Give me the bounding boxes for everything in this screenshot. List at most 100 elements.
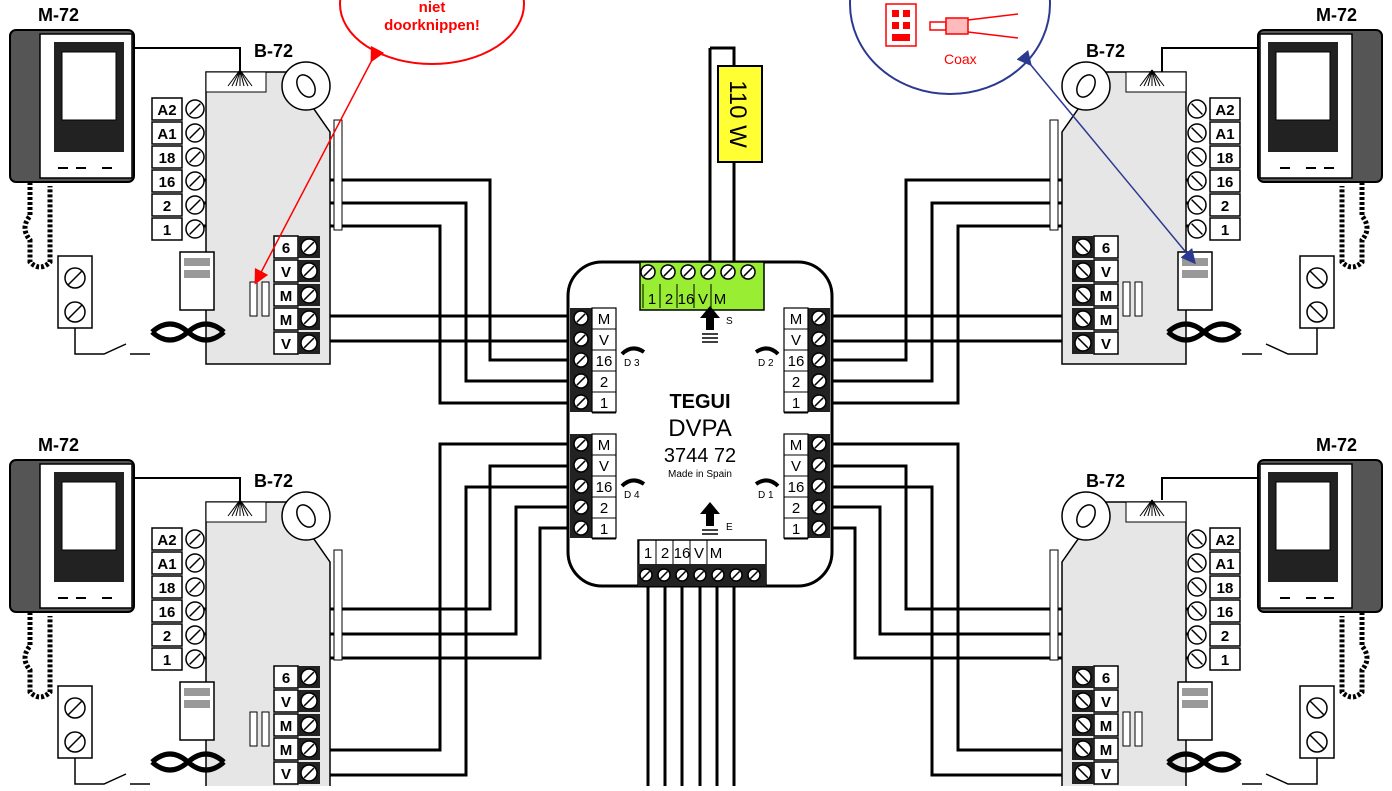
- callout-left-line2: doorknippen!: [384, 17, 480, 34]
- terminal-label: V: [1101, 264, 1111, 281]
- base-top-terminal: [1187, 527, 1241, 671]
- callout-left: niet doorknippen!: [254, 0, 526, 285]
- screw-icon: [300, 238, 318, 256]
- terminal-label: M: [598, 437, 611, 454]
- monitor-label: M-72: [1316, 5, 1357, 25]
- callout-right-label: Coax: [944, 51, 977, 67]
- terminal-label: 2: [792, 374, 800, 391]
- base-label: B-72: [1086, 471, 1125, 491]
- screw-icon: [573, 352, 589, 368]
- terminal-label: A1: [1215, 126, 1234, 143]
- terminal-label: 6: [282, 240, 290, 257]
- terminal-label: A1: [157, 556, 176, 573]
- screw-icon: [300, 740, 318, 758]
- terminal-label: M: [280, 312, 293, 329]
- power-supply-label: 110 W: [717, 65, 763, 163]
- terminal-label: V: [1101, 766, 1111, 783]
- screw-icon: [811, 373, 827, 389]
- terminal-label: 2: [1221, 628, 1229, 645]
- port-d3-label: D 3: [624, 358, 640, 369]
- base-bottom-terminal: [273, 665, 320, 785]
- screw-icon: [811, 457, 827, 473]
- port-d4-label: D 4: [624, 490, 640, 501]
- screw-icon: [811, 520, 827, 536]
- screw-icon: [811, 394, 827, 410]
- terminal-label: M: [1100, 312, 1113, 329]
- screw-icon: [185, 529, 205, 549]
- terminal-label: 1: [1221, 222, 1229, 239]
- screw-icon: [639, 568, 653, 582]
- screw-icon: [185, 649, 205, 669]
- terminal-label: M: [790, 437, 803, 454]
- terminal-label: 1: [163, 222, 171, 239]
- screw-icon: [300, 310, 318, 328]
- screw-icon: [693, 568, 707, 582]
- arrow-s-label: S: [726, 316, 733, 327]
- screw-icon: [300, 262, 318, 280]
- terminal-label: 18: [1217, 150, 1234, 167]
- base-top-terminal: [1187, 97, 1241, 241]
- terminal-label: 2: [665, 291, 673, 308]
- screw-icon: [300, 334, 318, 352]
- screw-icon: [729, 568, 743, 582]
- terminal-label: M: [280, 718, 293, 735]
- screw-icon: [573, 436, 589, 452]
- port-d2-label: D 2: [758, 358, 774, 369]
- terminal-label: 1: [792, 521, 800, 538]
- hub-model: DVPA: [668, 415, 732, 442]
- screw-icon: [185, 123, 205, 143]
- screw-icon: [640, 264, 656, 280]
- screw-icon: [573, 478, 589, 494]
- screw-icon: [811, 331, 827, 347]
- base-bottom-terminal: [1072, 665, 1119, 785]
- screw-icon: [185, 99, 205, 119]
- door-button-icon: [1242, 685, 1335, 785]
- screw-icon: [660, 264, 676, 280]
- intercom-unit: [9, 459, 343, 791]
- terminal-label: M: [280, 288, 293, 305]
- terminal-label: A1: [1215, 556, 1234, 573]
- screw-icon: [185, 171, 205, 191]
- screw-icon: [720, 264, 736, 280]
- screw-icon: [185, 625, 205, 645]
- screw-icon: [185, 601, 205, 621]
- coax-cable-icon: [929, 13, 1019, 39]
- screw-icon: [1187, 601, 1207, 621]
- screw-icon: [1074, 740, 1092, 758]
- terminal-label: V: [698, 291, 708, 308]
- screw-icon: [747, 568, 761, 582]
- terminal-label: M: [598, 311, 611, 328]
- screw-icon: [573, 457, 589, 473]
- screw-icon: [1074, 692, 1092, 710]
- terminal-label: 18: [1217, 580, 1234, 597]
- port-d1-label: D 1: [758, 490, 774, 501]
- screw-icon: [811, 499, 827, 515]
- terminal-label: V: [281, 336, 291, 353]
- terminal-label: V: [281, 264, 291, 281]
- screw-icon: [1074, 334, 1092, 352]
- terminal-label: A2: [157, 102, 176, 119]
- terminal-label: 1: [600, 395, 608, 412]
- screw-icon: [680, 264, 696, 280]
- door-button-icon: [57, 255, 150, 355]
- screw-icon: [185, 553, 205, 573]
- knob-d3-icon: D 3: [620, 346, 646, 369]
- terminal-label: 16: [788, 353, 805, 370]
- terminal-label: 16: [788, 479, 805, 496]
- knob-d1-icon: D 1: [754, 478, 780, 501]
- terminal-label: 16: [596, 479, 613, 496]
- terminal-label: 16: [596, 353, 613, 370]
- screw-icon: [573, 394, 589, 410]
- monitor-label: M-72: [38, 435, 79, 455]
- terminal-label: 1: [644, 545, 652, 562]
- arrow-e-icon: E: [700, 502, 733, 535]
- terminal-label: V: [1101, 336, 1111, 353]
- terminal-label: M: [790, 311, 803, 328]
- terminal-label: V: [694, 545, 704, 562]
- screw-icon: [185, 219, 205, 239]
